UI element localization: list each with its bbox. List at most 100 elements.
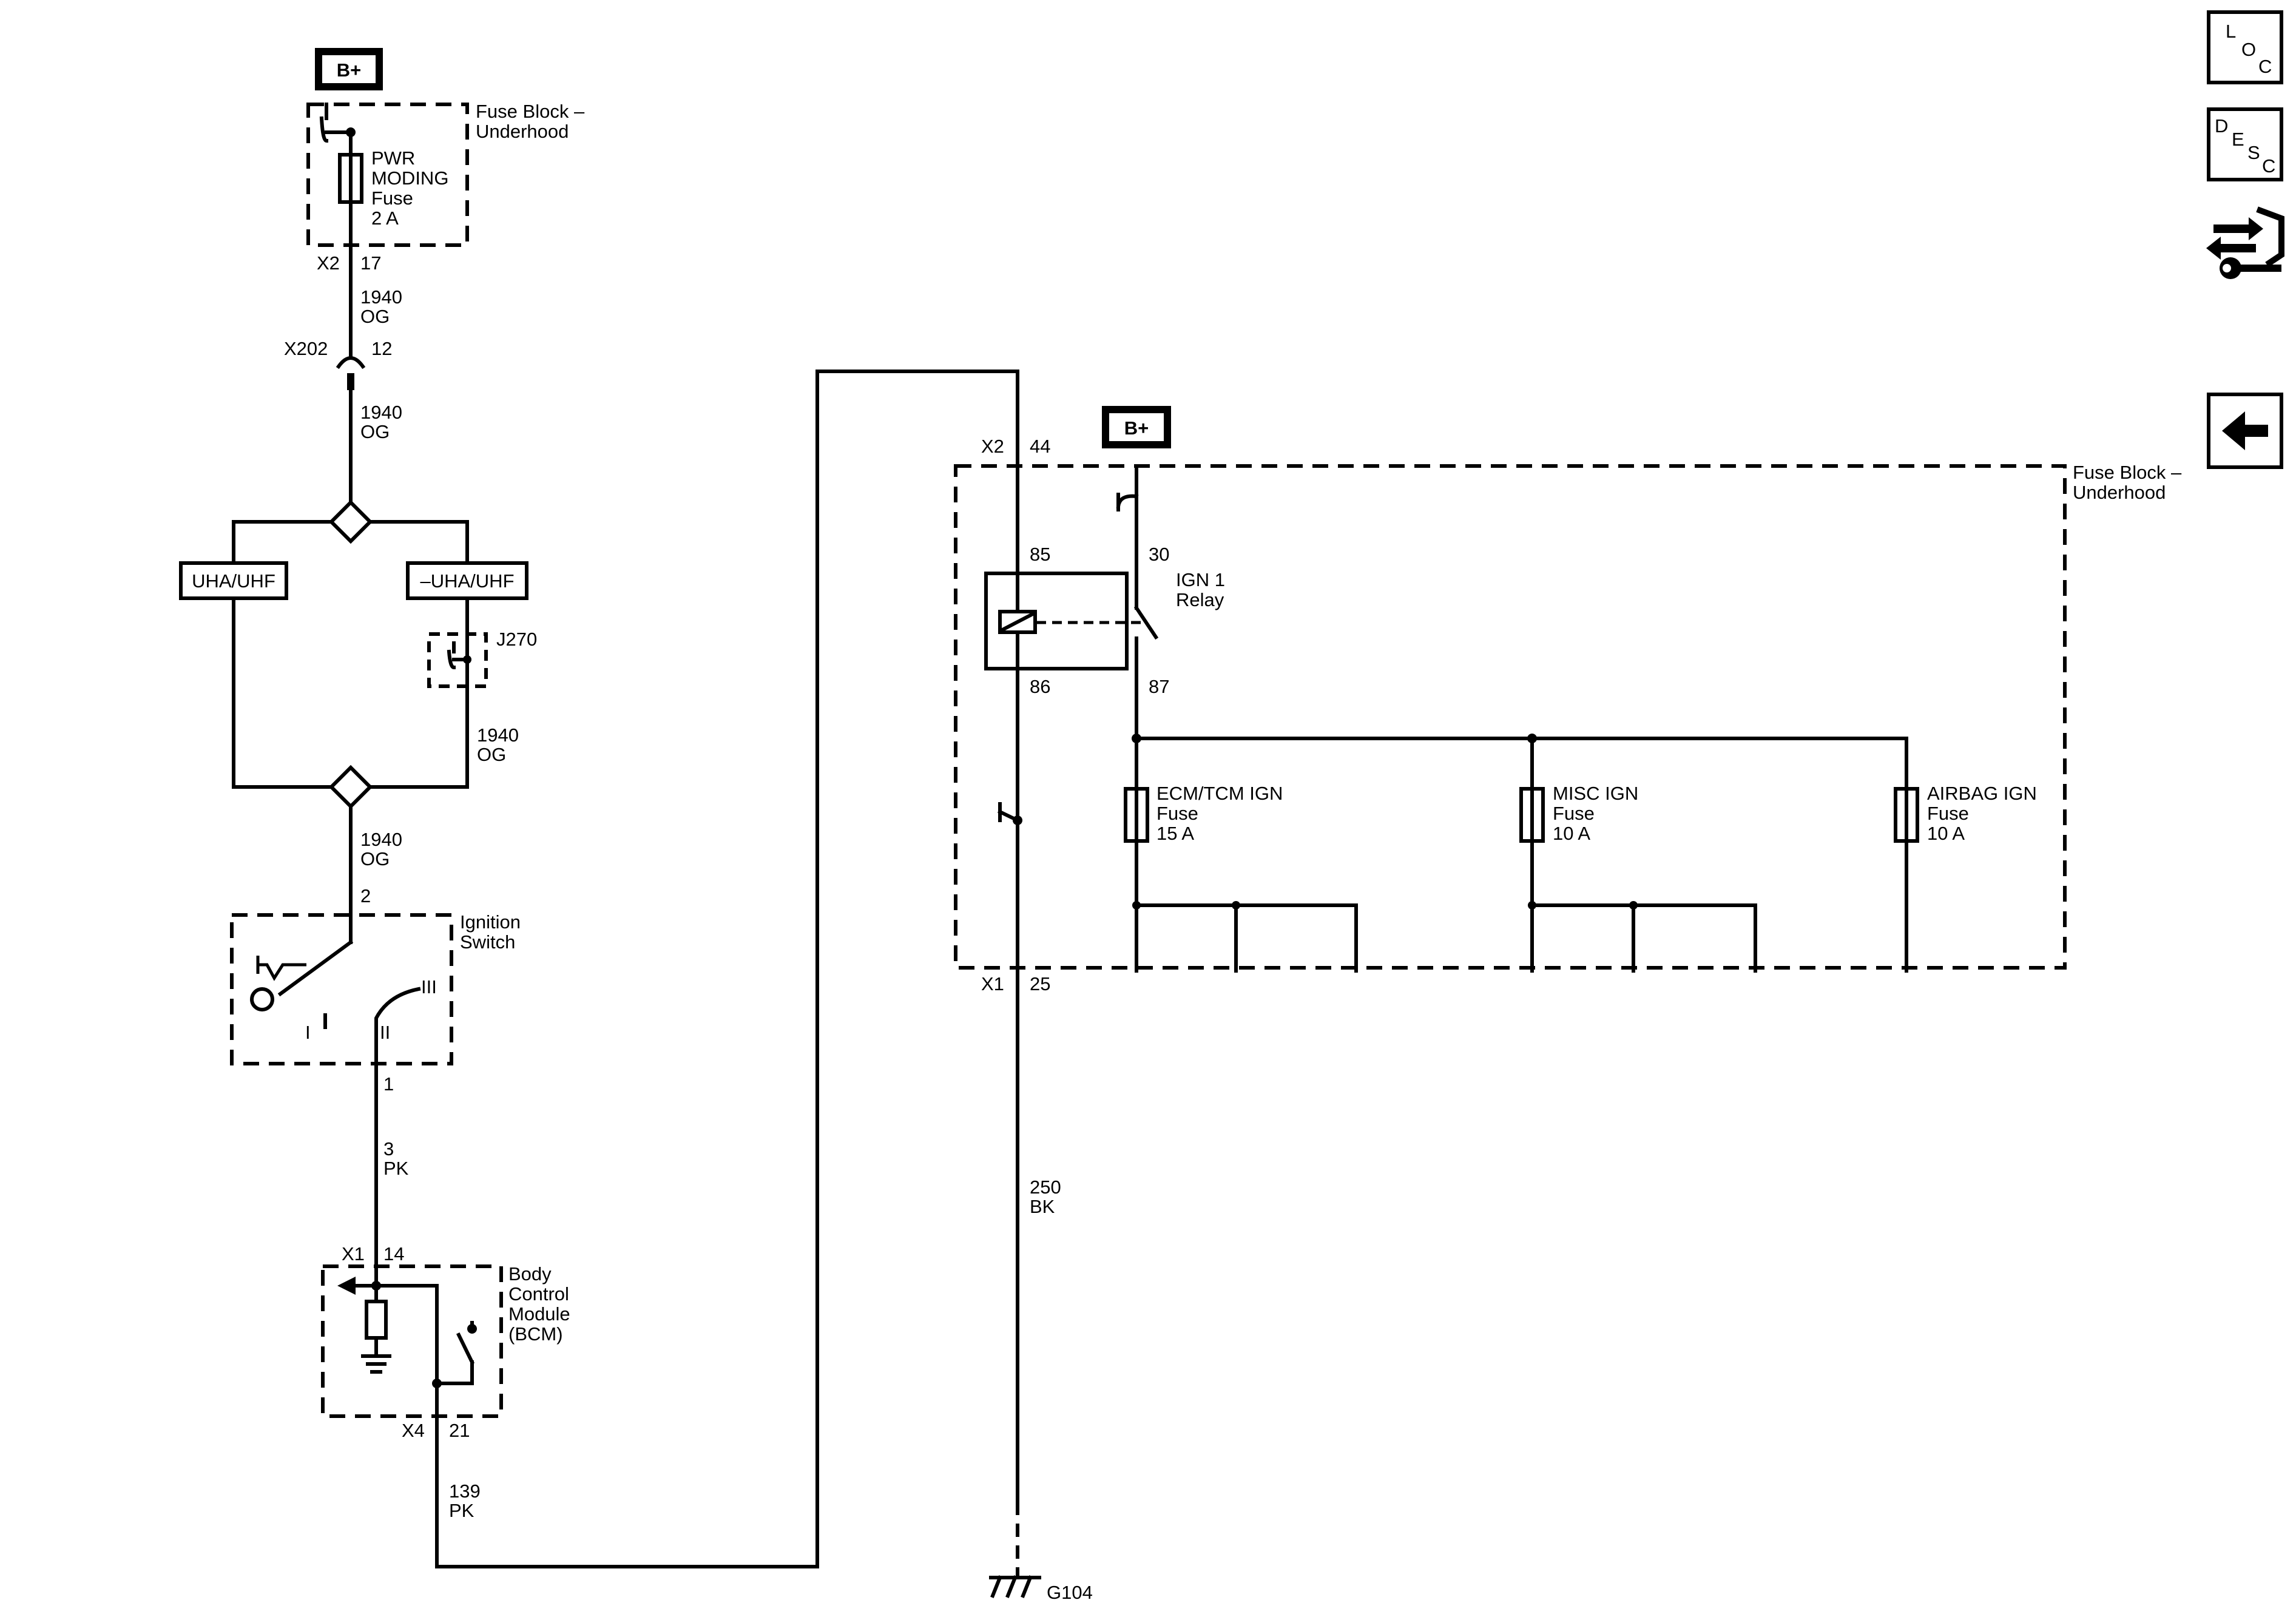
relay-contact [1133, 605, 1159, 640]
relay-pin-86: 86 [1030, 676, 1050, 697]
svg-text:B+: B+ [337, 59, 362, 81]
wire-1940-b-color: OG [360, 421, 390, 442]
bcm-label-2: Control [508, 1283, 569, 1305]
wire-1940-a-color: OG [360, 306, 390, 327]
location-letter-o: O [2241, 39, 2256, 60]
bcm-ground-symbol [361, 1354, 391, 1374]
ground-g104-symbol [989, 1575, 1041, 1598]
connector-x4: X4 [402, 1420, 425, 1441]
wire-139-route [435, 370, 1019, 1568]
bus-bar-symbol-right [1116, 465, 1139, 509]
option-no-uha-uhf: –UHA/UHF [406, 561, 528, 600]
connector-x1-right: X1 [981, 973, 1004, 994]
pin-17: 17 [360, 252, 381, 274]
ignition-pos-ii: II [380, 1022, 390, 1043]
bcm-pull-resistor [365, 1300, 388, 1340]
ignition-switch-label-1: Ignition [460, 911, 521, 933]
ecm-fuse-label-1: ECM/TCM IGN [1156, 783, 1283, 804]
pin-12: 12 [371, 338, 392, 359]
ignition-switch-outline [230, 913, 453, 1065]
option-join-bottom [328, 765, 373, 809]
fuse-block-right-name-1: Fuse Block – [2073, 462, 2182, 483]
relay-pin-85: 85 [1030, 544, 1050, 565]
airbag-fuse-label-1: AIRBAG IGN [1927, 783, 2037, 804]
wire-3-number: 3 [383, 1138, 394, 1160]
wire-250-color: BK [1030, 1196, 1055, 1217]
relay-label-2: Relay [1176, 589, 1224, 610]
fuse-block-left-name-2: Underhood [476, 121, 569, 142]
option-split-top [328, 499, 373, 544]
ignition-switch-blade [277, 939, 354, 997]
misc-fuse-label-1: MISC IGN [1553, 783, 1638, 804]
airbag-fuse-label-3: 10 A [1927, 823, 1965, 844]
ignition-key-symbol [250, 987, 274, 1011]
relay-pin-30: 30 [1149, 544, 1169, 565]
pwr-fuse-label-4: 2 A [371, 208, 399, 229]
battery-positive-label: B+ [315, 48, 383, 90]
connector-x2-left: X2 [317, 252, 340, 274]
bcm-label-3: Module [508, 1303, 570, 1325]
description-button[interactable]: D E S C [2207, 107, 2283, 181]
pwr-fuse-label-2: MODING [371, 167, 448, 189]
splice-j270-label: J270 [496, 629, 537, 650]
bcm-input-arrow [337, 1277, 356, 1295]
fuse-block-left-outline [306, 103, 469, 247]
ground-g104-label: G104 [1047, 1582, 1093, 1603]
pin-14: 14 [383, 1243, 404, 1264]
description-letter-e: E [2232, 129, 2244, 150]
connector-x202: X202 [284, 338, 328, 359]
location-letter-l: L [2226, 21, 2236, 42]
description-letter-d: D [2215, 115, 2228, 137]
bus-bar-symbol [319, 103, 329, 143]
wire-1940-c-number: 1940 [477, 724, 519, 746]
fuse-block-left-name-1: Fuse Block – [476, 101, 585, 122]
back-arrow-icon[interactable] [2207, 393, 2283, 469]
connector-tool-icon[interactable] [2206, 206, 2284, 279]
description-letter-c: C [2262, 155, 2275, 177]
wire-1940-b-number: 1940 [360, 402, 402, 423]
svg-text:B+: B+ [1124, 417, 1149, 439]
ignition-pos-iii: III [421, 976, 437, 998]
connector-x2-right: X2 [981, 436, 1004, 457]
svg-text:UHA/UHF: UHA/UHF [192, 570, 275, 592]
location-letter-c: C [2258, 56, 2272, 77]
wire-1940-d-color: OG [360, 848, 390, 869]
inline-connector-x202 [336, 356, 366, 370]
bcm-output-switch [456, 1332, 475, 1365]
misc-fuse-label-2: Fuse [1553, 803, 1595, 824]
wire-250-number: 250 [1030, 1176, 1061, 1198]
description-letter-s: S [2247, 142, 2260, 163]
fuse-block-right-outline [954, 464, 2067, 970]
bcm-label-4: (BCM) [508, 1323, 563, 1345]
ignition-contact-iii [374, 987, 421, 1065]
pin-21: 21 [449, 1420, 470, 1441]
wire-1940-c-color: OG [477, 744, 506, 765]
ecm-fuse-label-3: 15 A [1156, 823, 1194, 844]
relay-label-1: IGN 1 [1176, 569, 1225, 590]
wire-139-color: PK [449, 1500, 474, 1521]
misc-fuse-label-3: 10 A [1553, 823, 1590, 844]
pwr-fuse-label-3: Fuse [371, 187, 413, 209]
location-button[interactable]: L O C [2207, 10, 2283, 84]
airbag-fuse-label-2: Fuse [1927, 803, 1969, 824]
svg-text:–UHA/UHF: –UHA/UHF [420, 570, 514, 592]
wire-1940-d-number: 1940 [360, 829, 402, 850]
wire-1940-a-number: 1940 [360, 286, 402, 308]
pwr-fuse-label-1: PWR [371, 147, 415, 169]
ignition-pos-i: I [305, 1022, 311, 1043]
wire-3-color: PK [383, 1158, 409, 1179]
ecm-fuse-label-2: Fuse [1156, 803, 1198, 824]
bcm-label-1: Body [508, 1263, 552, 1284]
connector-x1-bcm: X1 [342, 1243, 365, 1264]
fuse-block-right-name-2: Underhood [2073, 482, 2166, 503]
pin-44: 44 [1030, 436, 1050, 457]
option-uha-uhf: UHA/UHF [179, 561, 288, 600]
battery-positive-label-right: B+ [1102, 406, 1171, 448]
pin-1: 1 [383, 1073, 394, 1095]
ignition-switch-label-2: Switch [460, 931, 515, 953]
pin-2: 2 [360, 885, 371, 906]
bcm-outline [321, 1264, 503, 1418]
wire-139-number: 139 [449, 1480, 481, 1502]
pin-25: 25 [1030, 973, 1050, 994]
